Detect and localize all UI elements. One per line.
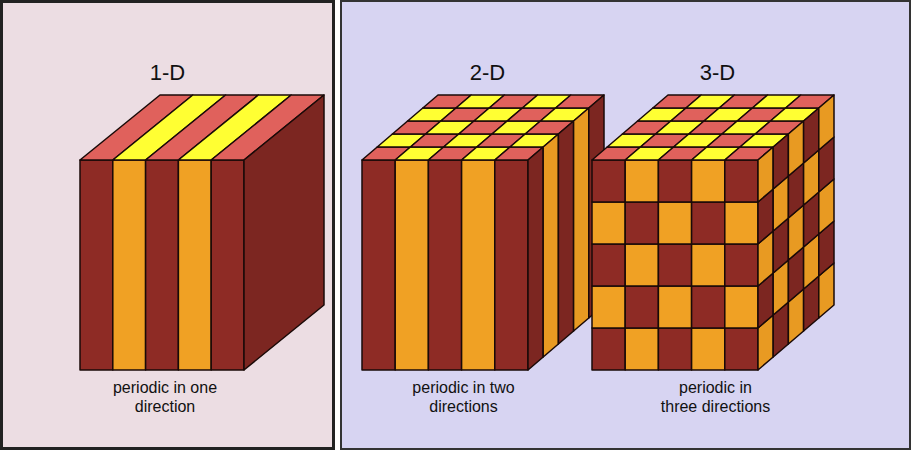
- cube-cell: [395, 160, 428, 370]
- cube-cell: [725, 286, 758, 328]
- cube-cell: [211, 160, 244, 370]
- cube-cell: [725, 328, 758, 370]
- cube-cell: [658, 328, 691, 370]
- cube-cell: [558, 121, 573, 344]
- cube-cell: [692, 202, 725, 244]
- cube-cell: [658, 286, 691, 328]
- cube-cell: [725, 202, 758, 244]
- cube-cell: [692, 244, 725, 286]
- cube-cell: [592, 244, 625, 286]
- cube-cell: [692, 160, 725, 202]
- caption: periodic in three directions: [659, 378, 772, 416]
- cube-cell: [625, 286, 658, 328]
- cube-cell: [692, 328, 725, 370]
- cube-cell: [625, 202, 658, 244]
- cube-cell: [178, 160, 211, 370]
- cube-cell: [788, 121, 803, 176]
- cube-cell: [658, 160, 691, 202]
- cube-cell: [758, 147, 773, 202]
- cube-cell: [495, 160, 528, 370]
- cube-cell: [592, 160, 625, 202]
- cube-cell: [725, 160, 758, 202]
- dimension-title: 1-D: [0, 60, 335, 86]
- cube-cell: [428, 160, 461, 370]
- cube-cell: [113, 160, 146, 370]
- cube-cell: [658, 202, 691, 244]
- cube-cell: [625, 244, 658, 286]
- dimension-title: 2-D: [380, 60, 595, 86]
- cube-cell: [625, 160, 658, 202]
- cube-cell: [462, 160, 495, 370]
- cube-cell: [528, 147, 543, 370]
- cube-cell: [543, 134, 558, 357]
- caption: periodic in two directions: [412, 378, 515, 416]
- caption: periodic in one direction: [112, 378, 218, 416]
- cube-cell: [592, 286, 625, 328]
- cube-cell: [574, 108, 589, 331]
- cube-cell: [658, 244, 691, 286]
- cube-panel: 3-D periodic in three directions: [605, 0, 830, 450]
- cube-panel: 1-D periodic in one direction: [0, 0, 335, 450]
- cube-cell: [244, 95, 324, 370]
- cube-cell: [80, 160, 113, 370]
- cube-cell: [819, 95, 834, 150]
- dimension-title: 3-D: [605, 60, 830, 86]
- cube-cell: [146, 160, 179, 370]
- cube-cell: [804, 108, 819, 163]
- cube-cell: [362, 160, 395, 370]
- cube-cell: [773, 134, 788, 189]
- cube-panel: 2-D periodic in two directions: [380, 0, 595, 450]
- cube-cell: [592, 202, 625, 244]
- cube-cell: [725, 244, 758, 286]
- cube-cell: [592, 328, 625, 370]
- cube-cell: [692, 286, 725, 328]
- cube-cell: [625, 328, 658, 370]
